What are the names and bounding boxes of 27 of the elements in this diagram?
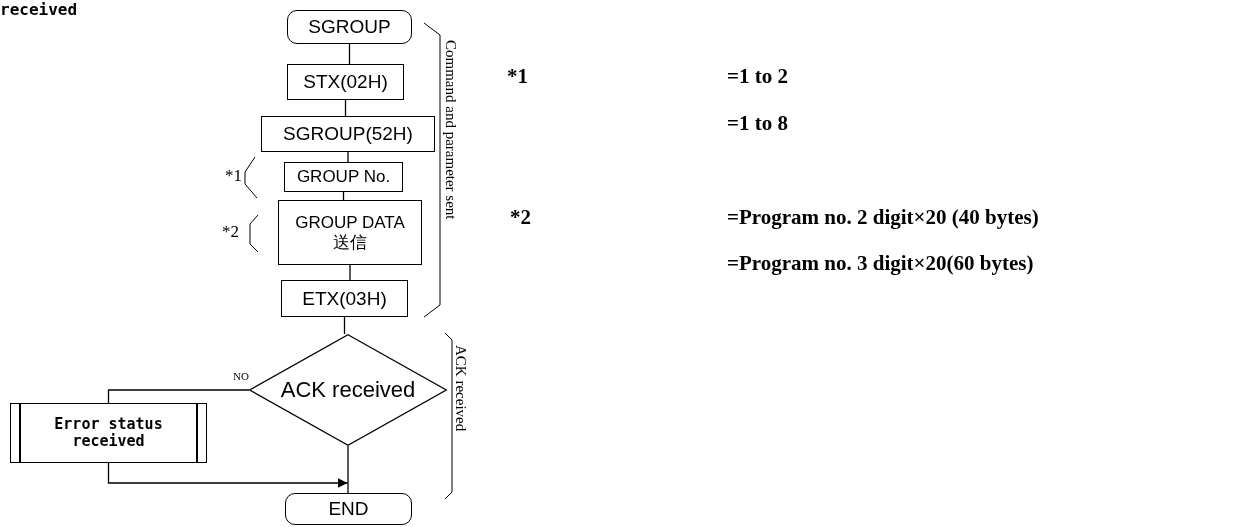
footnote-mark: *2 <box>510 205 531 230</box>
footnote-mark: *2 <box>222 222 239 242</box>
edge-label: NO <box>233 370 249 382</box>
note-text: =1 to 2 <box>727 64 788 89</box>
note-text: received <box>0 0 78 19</box>
connector <box>349 264 351 281</box>
connector <box>347 445 349 494</box>
connector <box>107 389 250 404</box>
footnote-mark: *1 <box>507 64 528 89</box>
side-label: Command and parameter sent <box>443 40 458 220</box>
decision-text: ACK received <box>280 377 416 403</box>
process-box: GROUP DATA 送信 <box>278 200 422 265</box>
note-text: =1 to 8 <box>727 111 788 136</box>
subroutine-box: Error status received <box>10 403 207 463</box>
connector <box>348 43 351 65</box>
process-box: GROUP No. <box>284 162 403 192</box>
terminal-box: SGROUP <box>287 10 412 44</box>
terminal-box: END <box>285 493 412 525</box>
process-box: STX(02H) <box>287 64 404 100</box>
process-box: ETX(03H) <box>281 280 408 317</box>
connector <box>107 462 349 488</box>
note-text: =Program no. 2 digit×20 (40 bytes) <box>727 205 1039 230</box>
side-label: ACK received <box>453 345 468 432</box>
connector <box>347 151 349 163</box>
process-box: SGROUP(52H) <box>261 116 435 152</box>
footnote-mark: *1 <box>225 166 242 186</box>
note-text: =Program no. 3 digit×20(60 bytes) <box>727 251 1034 276</box>
